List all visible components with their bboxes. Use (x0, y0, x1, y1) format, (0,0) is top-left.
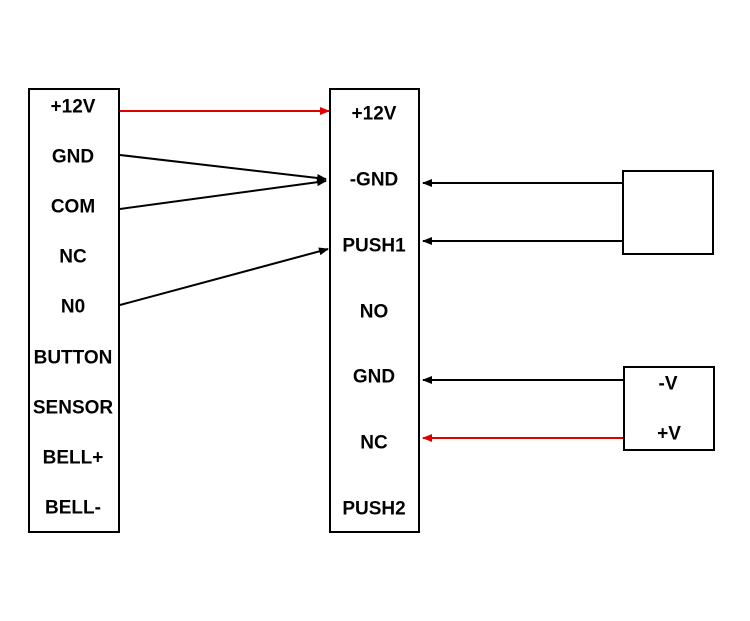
left-pin-label: +12V (51, 97, 96, 118)
center-pin-label: PUSH2 (342, 499, 405, 520)
left-pin-label: SENSOR (33, 398, 114, 419)
left-pin-label: BELL+ (43, 448, 104, 469)
center-pin-label: NO (360, 302, 389, 323)
left-pin-label: NC (59, 247, 87, 268)
power-minus-label: -V (659, 374, 678, 395)
center-pin-label: -GND (350, 170, 399, 191)
left-pin-label: BELL- (45, 498, 101, 519)
wire-left-gnd-to-center-gnd (119, 154, 327, 182)
left-terminal-block (28, 88, 120, 533)
right-top-device-block (622, 170, 714, 255)
wire-left-com-to-center-gnd (119, 178, 327, 210)
center-block-labels: +12V -GND PUSH1 NO GND NC PUSH2 (342, 104, 406, 520)
left-pin-label: BUTTON (34, 348, 113, 369)
power-plus-label: +V (657, 424, 681, 445)
center-pin-label: PUSH1 (342, 236, 406, 257)
wire-left-n0-to-center-push1 (119, 247, 329, 306)
center-pin-label: +12V (352, 104, 397, 125)
left-block-labels: +12V GND COM NC N0 BUTTON SENSOR BELL+ B… (33, 97, 114, 519)
right-bottom-power-block (623, 366, 715, 451)
left-pin-label: N0 (61, 297, 85, 318)
center-terminal-block (329, 88, 420, 533)
left-pin-label: GND (52, 147, 94, 168)
right-bottom-block-labels: -V +V (657, 374, 681, 445)
center-pin-label: NC (360, 433, 388, 454)
left-pin-label: COM (51, 197, 95, 218)
center-pin-label: GND (353, 367, 395, 388)
